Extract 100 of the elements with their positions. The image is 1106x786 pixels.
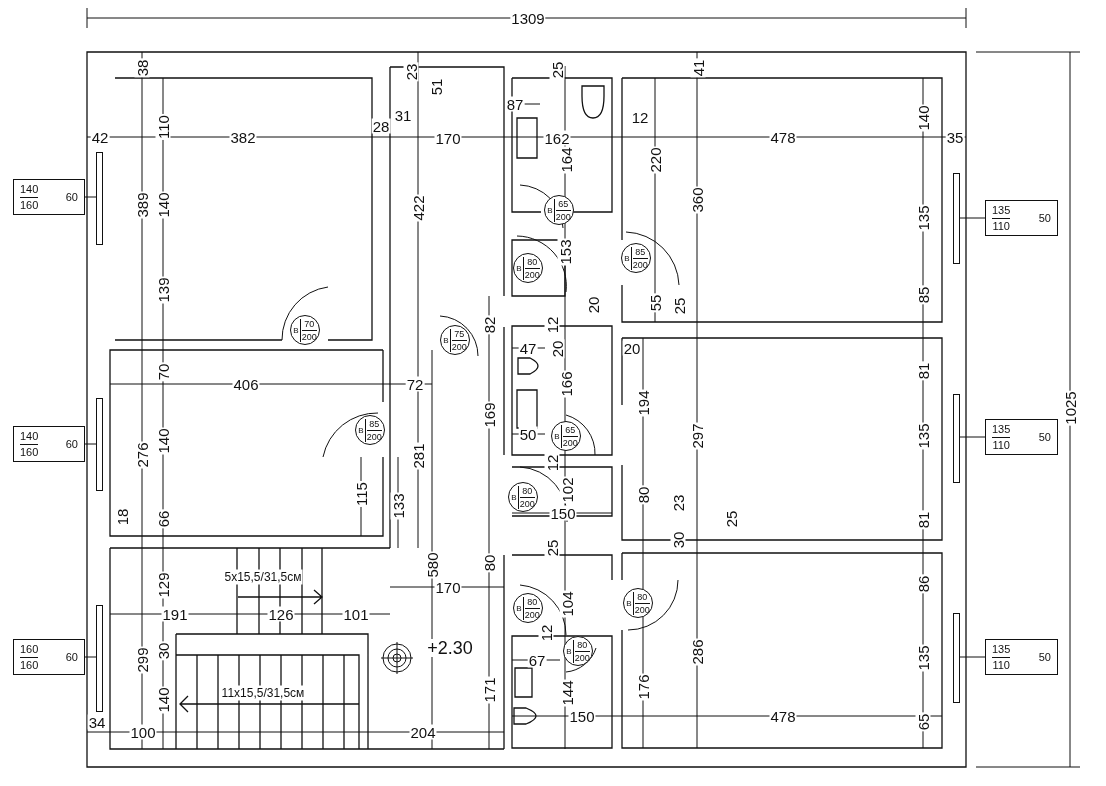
window-symbol xyxy=(953,394,960,483)
window-height-text: 160 xyxy=(20,445,39,459)
door-type-text: B xyxy=(547,205,553,215)
sill-height-text: 50 xyxy=(1038,431,1051,443)
window-width-text: 140 xyxy=(20,182,39,196)
door-width-text: 85 xyxy=(635,246,646,257)
window-height-text: 110 xyxy=(992,438,1010,452)
window-tag xyxy=(985,639,1058,675)
door-type-text: B xyxy=(566,646,572,656)
door-height-text: 200 xyxy=(524,609,540,620)
door-width-text: 80 xyxy=(527,596,538,607)
sill-height-text: 50 xyxy=(1038,212,1051,224)
window-width-text: 135 xyxy=(992,642,1011,656)
door-height-text: 200 xyxy=(519,498,535,509)
dimension-text: 50 xyxy=(518,426,538,442)
dimension-text: 72 xyxy=(405,376,425,392)
window-symbol xyxy=(96,398,103,491)
dimension-text: 30 xyxy=(670,530,686,550)
sill-height-text: 60 xyxy=(65,651,78,663)
level-mark-text: +2.30 xyxy=(426,639,474,657)
door-type-text: B xyxy=(293,325,299,335)
window-tag xyxy=(13,639,85,675)
leader-line xyxy=(959,656,986,658)
dimension-text: 104 xyxy=(559,590,575,618)
dimension-text: 23 xyxy=(403,62,419,82)
window-height-text: 160 xyxy=(20,658,39,672)
dimension-text: 12 xyxy=(538,623,554,643)
door-tag xyxy=(623,588,653,618)
door-width-text: 70 xyxy=(304,318,315,329)
door-width-text: 85 xyxy=(369,418,380,429)
leader-line xyxy=(84,443,97,445)
dimension-text: 28 xyxy=(371,118,391,134)
door-height-text: 200 xyxy=(632,259,648,270)
door-type-text: B xyxy=(516,263,522,273)
sill-height-text: 60 xyxy=(65,438,78,450)
dimension-text: 102 xyxy=(559,476,575,504)
door-type-text: B xyxy=(554,431,560,441)
door-tag xyxy=(621,243,651,273)
door-tag xyxy=(513,253,543,283)
door-height-text: 200 xyxy=(301,331,317,342)
door-width-text: 65 xyxy=(565,424,576,435)
door-width-text: 80 xyxy=(522,485,533,496)
dimension-text: 25 xyxy=(549,60,565,80)
door-tag xyxy=(508,482,538,512)
door-type-text: B xyxy=(511,492,517,502)
window-width-text: 135 xyxy=(992,422,1011,436)
door-type-text: B xyxy=(626,598,632,608)
window-width-text: 135 xyxy=(992,203,1011,217)
dimension-text: 126 xyxy=(267,606,295,622)
door-tag xyxy=(544,195,574,225)
dimension-text: 87 xyxy=(505,96,525,112)
window-tag xyxy=(13,426,85,462)
dimension-text: 153 xyxy=(557,238,573,266)
door-tag xyxy=(513,593,543,623)
door-height-text: 200 xyxy=(634,604,650,615)
door-width-text: 80 xyxy=(637,591,648,602)
door-height-text: 200 xyxy=(574,652,590,663)
window-symbol xyxy=(953,173,960,264)
sill-height-text: 60 xyxy=(65,191,78,203)
leader-line xyxy=(84,656,97,658)
window-tag xyxy=(13,179,85,215)
door-tag xyxy=(563,636,593,666)
dimension-text: 65 xyxy=(915,712,931,732)
dimension-text: 100 xyxy=(129,724,157,740)
window-symbol xyxy=(953,613,960,703)
door-type-text: B xyxy=(624,253,630,263)
window-symbol xyxy=(96,152,103,245)
window-tag xyxy=(985,200,1058,236)
dimension-text: 110 xyxy=(155,114,171,140)
door-tag xyxy=(551,421,581,451)
stair-note: 11x15,5/31,5см xyxy=(220,685,306,701)
sill-height-text: 50 xyxy=(1038,651,1051,663)
door-width-text: 75 xyxy=(454,328,465,339)
door-height-text: 200 xyxy=(562,437,578,448)
dimension-text: 12 xyxy=(544,315,560,335)
door-height-text: 200 xyxy=(524,269,540,280)
dimension-text: 204 xyxy=(409,724,437,740)
dimension-text: 162 xyxy=(543,130,571,146)
door-width-text: 65 xyxy=(558,198,569,209)
door-height-text: 200 xyxy=(451,341,467,352)
window-symbol xyxy=(96,605,103,712)
dimension-text: 12 xyxy=(544,453,560,473)
door-tag xyxy=(290,315,320,345)
window-tag xyxy=(985,419,1058,455)
leader-line xyxy=(84,196,97,198)
dimension-text: 25 xyxy=(544,538,560,558)
window-width-text: 140 xyxy=(20,429,39,443)
door-width-text: 80 xyxy=(577,639,588,650)
window-height-text: 110 xyxy=(992,219,1010,233)
door-tag xyxy=(440,325,470,355)
dimension-text: 191 xyxy=(161,606,189,622)
door-height-text: 200 xyxy=(555,211,571,222)
leader-line xyxy=(959,436,986,438)
dimension-text: 150 xyxy=(549,505,577,521)
door-type-text: B xyxy=(443,335,449,345)
window-height-text: 160 xyxy=(20,198,39,212)
door-height-text: 200 xyxy=(366,431,382,442)
door-type-text: B xyxy=(358,425,364,435)
leader-line xyxy=(959,217,986,219)
stair-note: 5x15,5/31,5см xyxy=(223,569,303,585)
